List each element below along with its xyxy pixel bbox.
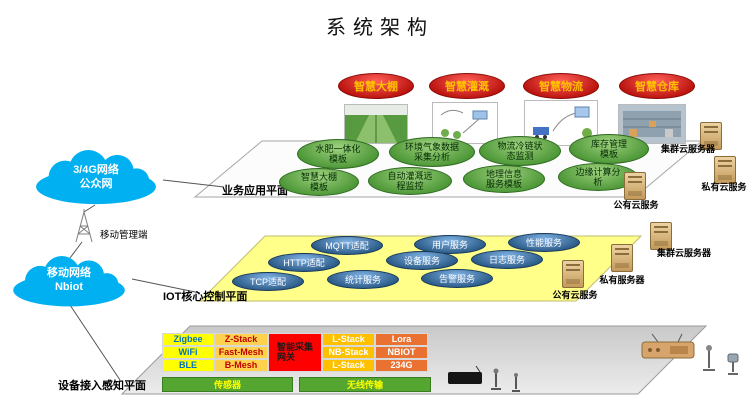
device-antenna-icon: [727, 353, 739, 375]
cloud-icon: [36, 150, 156, 205]
protocol-cell: WiFi: [162, 346, 214, 359]
app-ellipse-greenhouse: 智慧大棚: [338, 73, 414, 99]
app-ellipse-warehouse: 智慧仓库: [619, 73, 695, 99]
module-cold-chain: 物流冷链状 态监测: [479, 136, 561, 166]
module-auto-irrigation: 自动灌溉远 程监控: [368, 167, 452, 195]
server-icon: [650, 222, 672, 250]
service-statistics: 统计服务: [327, 270, 399, 289]
business-plane-label: 业务应用平面: [222, 185, 288, 197]
server-label-private-top: 私有云服务: [701, 182, 747, 192]
server-icon: [714, 156, 736, 184]
protocol-cell: B-Mesh: [214, 359, 268, 372]
module-gis-service: 地理信息 服务模板: [463, 165, 545, 193]
protocol-cell: NB-Stack: [322, 346, 375, 359]
device-antenna-icon: [703, 345, 715, 371]
service-log: 日志服务: [471, 250, 543, 269]
app-ellipse-irrigation: 智慧灌溉: [429, 73, 505, 99]
server-label-public-top: 公有云服务: [613, 200, 659, 210]
server-label-cluster-top: 集群云服务器: [660, 144, 715, 154]
device-antenna-icon: [512, 373, 520, 392]
service-alarm: 告警服务: [421, 269, 493, 288]
gateway-cell: 智能采集 网关: [268, 333, 322, 372]
server-icon: [700, 122, 722, 150]
page-title: 系统架构: [326, 16, 434, 39]
service-device: 设备服务: [386, 251, 458, 270]
server-label-private-mid: 私有服务器: [599, 275, 645, 285]
black-box-device-icon: [448, 365, 482, 384]
module-inventory: 库存管理 模板: [569, 134, 649, 164]
nbiot-cloud-label: 移动网络 Nbiot: [47, 267, 91, 293]
module-greenhouse-template: 智慧大棚 模板: [279, 168, 359, 196]
protocol-table: Zigbee Z-Stack 智能采集 网关 L-Stack Lora WiFi…: [162, 333, 428, 372]
iot-plane-label: IOT核心控制平面: [163, 291, 248, 303]
service-performance: 性能服务: [508, 233, 580, 252]
protocol-cell: Fast-Mesh: [214, 346, 268, 359]
server-icon: [624, 172, 646, 200]
server-icon: [562, 260, 584, 288]
protocol-cell: NBIOT: [375, 346, 428, 359]
greenhouse-photo: [344, 104, 408, 144]
server-label-public-mid: 公有云服务: [552, 290, 598, 300]
gateway-router-icon: [641, 333, 695, 359]
server-label-cluster-mid: 集群云服务器: [656, 248, 711, 258]
protocol-cell: L-Stack: [322, 359, 375, 372]
antenna-tower-icon: [75, 209, 93, 243]
service-http: HTTP适配: [268, 253, 340, 272]
service-mqtt: MQTT适配: [311, 236, 383, 255]
protocol-cell: Zigbee: [162, 333, 214, 346]
device-plane-label: 设备接入感知平面: [58, 380, 146, 392]
device-antenna-icon: [491, 368, 501, 390]
service-user: 用户服务: [414, 235, 486, 254]
protocol-cell: Lora: [375, 333, 428, 346]
protocol-cell: Z-Stack: [214, 333, 268, 346]
service-tcp: TCP适配: [232, 272, 304, 291]
irrigation-diagram: [432, 102, 498, 144]
protocol-cell: 234G: [375, 359, 428, 372]
module-weather-data: 环境气象数据 采集分析: [389, 137, 475, 167]
public-network-cloud-label: 3/4G网络 公众网: [73, 164, 119, 190]
module-water-fertilizer: 水肥一体化 模板: [297, 139, 379, 169]
protocol-cell: BLE: [162, 359, 214, 372]
server-icon: [611, 244, 633, 272]
wireless-bar: 无线传输: [299, 377, 431, 392]
app-ellipse-logistics: 智慧物流: [523, 73, 599, 99]
mobile-management-label: 移动管理端: [100, 230, 148, 241]
protocol-cell: L-Stack: [322, 333, 375, 346]
cloud-icon: [13, 256, 125, 307]
connector-lines: [67, 179, 225, 381]
sensor-bar: 传感器: [162, 377, 293, 392]
